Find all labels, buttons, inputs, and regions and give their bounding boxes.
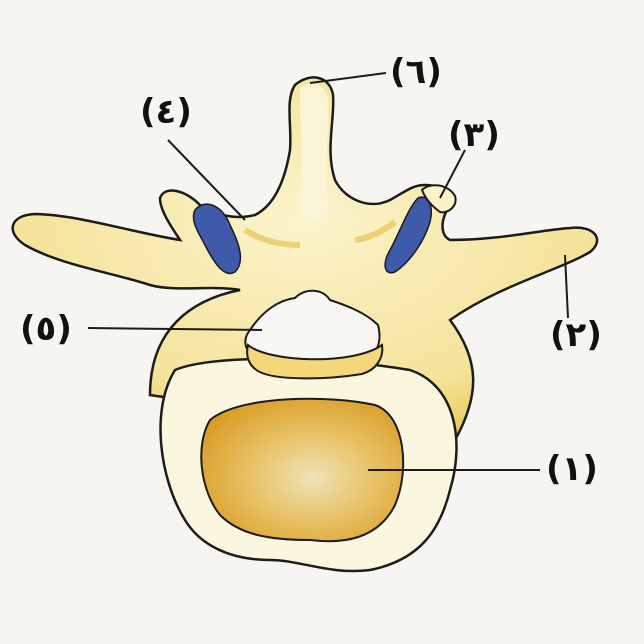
label-4: (٤) (140, 92, 192, 132)
right-articular-facet (384, 196, 432, 274)
label-3: (٣) (448, 115, 500, 155)
leader-line-2 (564, 254, 569, 319)
label-2: (٢) (550, 315, 602, 355)
label-5: (٥) (20, 309, 72, 349)
label-6: (٦) (390, 52, 442, 92)
leader-line-6 (309, 72, 387, 84)
superior-articular-process (420, 184, 457, 214)
leader-line-3 (439, 149, 466, 199)
left-articular-facet (192, 203, 242, 275)
leader-line-5 (87, 327, 263, 331)
vertebral-arch (11, 76, 599, 442)
lamina-shading (243, 219, 397, 248)
spinous-process (298, 84, 330, 222)
label-1: (١) (546, 449, 598, 489)
leader-lines (87, 72, 569, 471)
foramen-rim (246, 343, 384, 380)
leader-line-4 (167, 139, 246, 221)
vertebral-body-core (200, 397, 405, 543)
